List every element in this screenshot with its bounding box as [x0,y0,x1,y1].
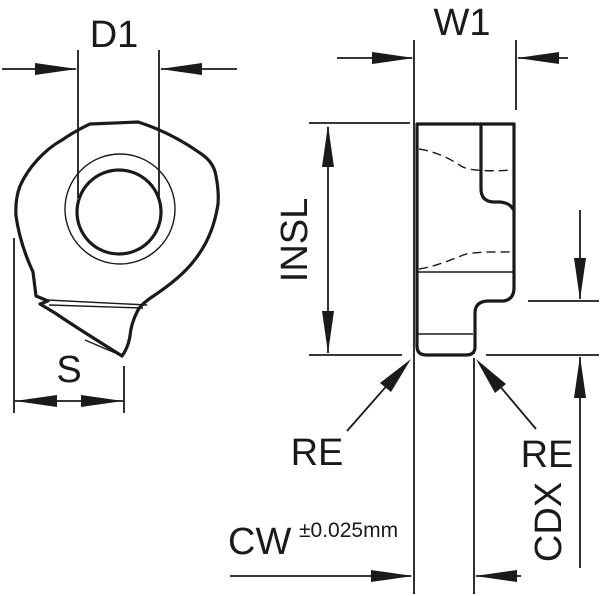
dimension-s: S [13,238,125,413]
mounting-hole [75,168,163,256]
tip-edge-line [84,339,121,356]
front-view-outline [14,120,220,358]
d1-label: D1 [90,14,139,56]
dimension-cdx: CDX [486,210,599,568]
re-left-arrow-icon [380,359,411,392]
cdx-arrow-up-icon [574,356,586,398]
clamp-step-edge [479,122,515,211]
callout-re-left: RE [291,359,411,474]
dimension-cw: CW ±0.025mm [228,358,521,594]
s-arrow-left-icon [15,395,57,407]
cw-tolerance-label: ±0.025mm [299,519,398,542]
front-view [14,120,220,358]
cdx-label: CDX [528,482,570,562]
cw-arrow-right-icon [475,570,517,582]
hidden-contour-lower [418,251,514,270]
d1-arrow-right-icon [160,63,202,75]
re-right-arrow-icon [476,359,506,393]
cw-arrow-left-icon [371,570,413,582]
re-left-label: RE [291,432,344,474]
w1-label: W1 [434,2,491,44]
dimension-d1: D1 [2,14,237,198]
callout-re-right: RE [476,359,573,476]
cutting-ledge-edge-top [46,299,148,306]
cw-label: CW [228,521,291,563]
insl-label: INSL [274,198,316,282]
w1-arrow-right-icon [517,52,559,64]
dimension-w1: W1 [337,2,568,594]
cutting-ledge-edge-bottom [48,304,144,309]
cdx-arrow-down-icon [574,258,586,300]
hidden-contour-upper [418,148,514,172]
insl-arrow-down-icon [322,311,334,353]
countersink-circle [64,153,176,265]
d1-arrow-left-icon [35,63,77,75]
side-view [415,122,516,357]
insl-arrow-up-icon [322,125,334,167]
side-view-outline [415,122,516,357]
dimension-insl: INSL [274,122,410,356]
w1-arrow-left-icon [372,52,414,64]
re-right-label: RE [521,434,574,476]
s-arrow-right-icon [81,395,123,407]
s-label: S [56,349,81,391]
